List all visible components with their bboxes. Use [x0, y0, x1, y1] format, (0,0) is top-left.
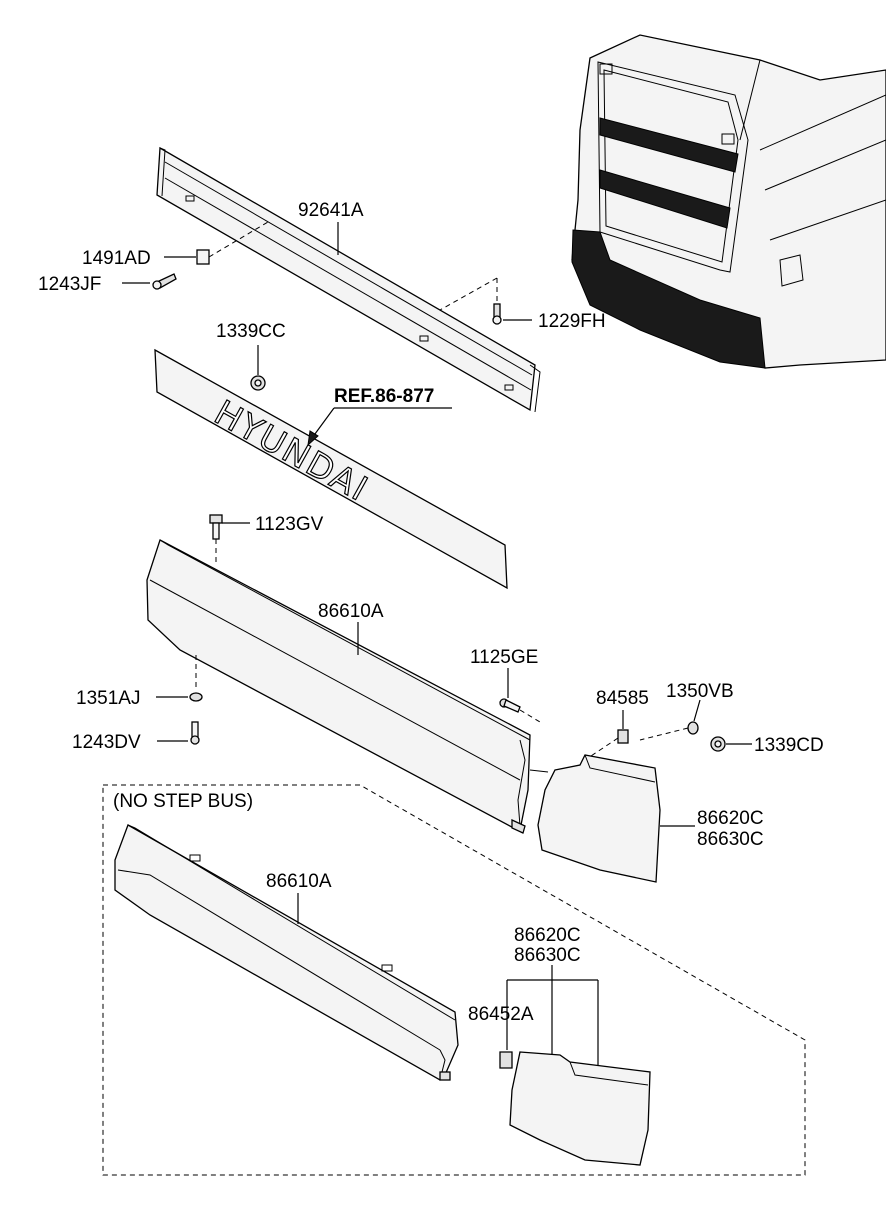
part-86610A-bumper-no-step [114, 824, 459, 1081]
part-1243JF-screw [152, 273, 177, 290]
leader-1350VB [693, 699, 701, 722]
part-86452A-bracket [499, 1051, 513, 1069]
part-emblem-panel: HYUNDAI [154, 348, 508, 590]
callout-1351AJ: 1351AJ [76, 688, 140, 709]
reference-label: REF.86-877 [334, 386, 434, 407]
callout-1125GE: 1125GE [470, 647, 538, 668]
callout-1123GV: 1123GV [255, 514, 324, 535]
part-1339CD-nut [710, 736, 726, 752]
hyundai-logo-lettering: HYUNDAI [208, 393, 376, 510]
callout-1339CC: 1339CC [216, 321, 286, 342]
part-86620C-corner-bumper-lower [509, 1051, 651, 1166]
part-84585-retainer [587, 729, 629, 759]
callout-1339CD: 1339CD [754, 735, 824, 756]
part-1243DV-screw [190, 721, 200, 745]
callout-86620C-lower: 86620C [514, 925, 581, 946]
reference-arrowhead [307, 430, 319, 447]
part-1339CC-nut [250, 375, 266, 391]
part-1123GV-bolt [209, 514, 223, 565]
callout-86610A-bottom: 86610A [266, 871, 332, 892]
part-86610A-rear-bumper [146, 539, 531, 834]
callout-84585: 84585 [596, 688, 649, 709]
part-86620C-corner-bumper-upper [529, 754, 661, 883]
part-1351AJ-clip [189, 655, 203, 702]
part-92641A-support-strip [156, 146, 541, 413]
reference-arrow-line [311, 407, 335, 439]
callout-86630C-lower: 86630C [514, 945, 581, 966]
callout-92641A: 92641A [298, 200, 364, 221]
callout-86630C-upper: 86630C [697, 829, 764, 850]
no-step-variant-title: (NO STEP BUS) [113, 791, 253, 812]
callout-1350VB: 1350VB [666, 681, 734, 702]
callout-1243JF: 1243JF [38, 274, 101, 295]
vehicle-rear-illustration [571, 34, 886, 369]
no-step-variant-frame [102, 784, 806, 1176]
callout-86620C-upper: 86620C [697, 808, 764, 829]
callout-86452A: 86452A [468, 1004, 534, 1025]
callout-1243DV: 1243DV [72, 732, 141, 753]
part-1229FH-screw [439, 277, 502, 325]
part-1125GE-screw [499, 698, 541, 723]
part-1491AD-clip [196, 221, 269, 265]
callout-1491AD: 1491AD [82, 248, 151, 269]
callout-1229FH: 1229FH [538, 311, 606, 332]
part-1350VB-grommet [639, 721, 699, 741]
callout-86610A-top: 86610A [318, 601, 384, 622]
